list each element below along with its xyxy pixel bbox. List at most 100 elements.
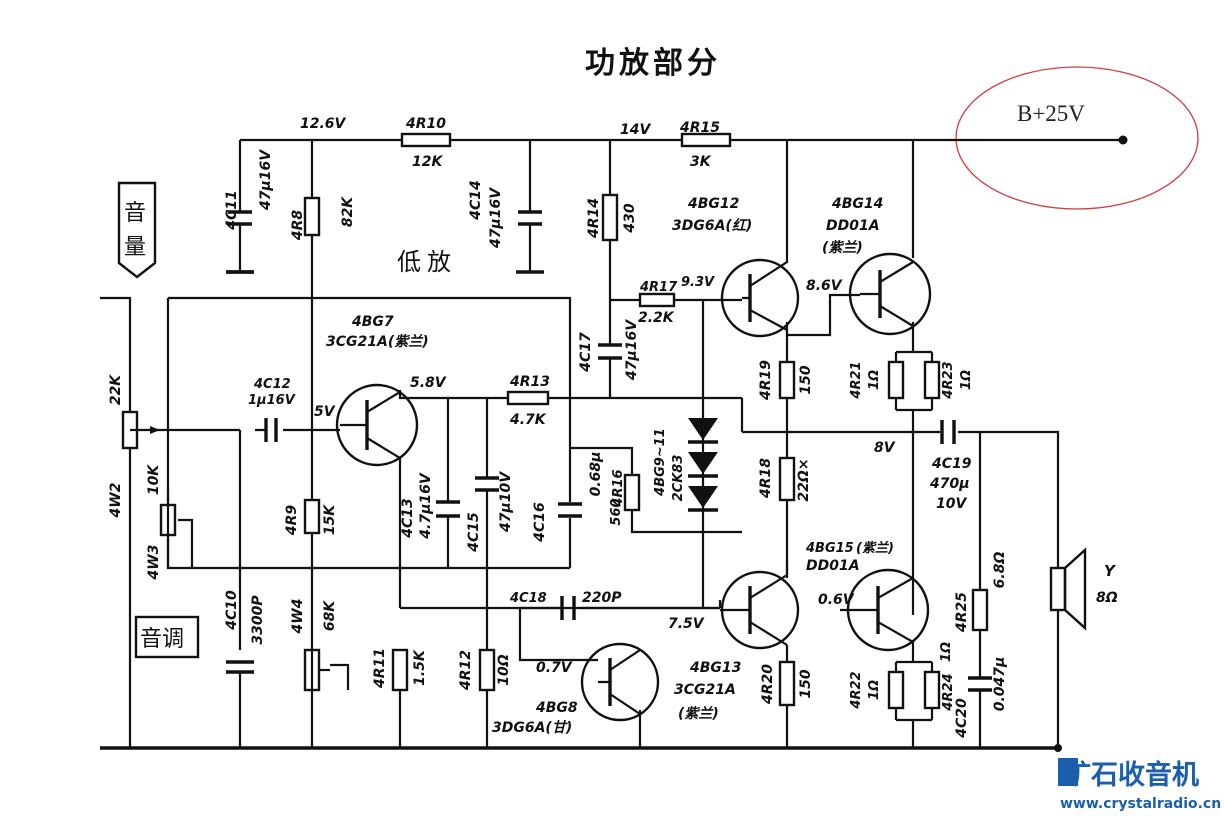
components <box>117 132 1087 722</box>
label-r17-ref: 4R17 <box>639 280 678 295</box>
watermark-logo-icon <box>1058 758 1078 786</box>
label-c14-value: 47μ16V <box>488 187 504 249</box>
label-c19-rating: 10V <box>936 496 967 512</box>
node-voltages: 12.6V 14V 5V 5.8V 9.3V 8.6V 8V 7.5V 0.6V… <box>300 116 896 676</box>
watermark-url: www.crystalradio.cn <box>1060 796 1221 812</box>
resistor-r24 <box>923 670 941 710</box>
label-r24-value: 1Ω <box>939 642 954 662</box>
resistor-r11 <box>391 648 409 692</box>
capacitor-c18 <box>560 596 576 620</box>
capacitor-c16 <box>558 502 582 518</box>
label-bg911-type: 2CK83 <box>671 455 686 502</box>
voltage-12-6v: 12.6V <box>300 116 347 132</box>
label-c10-ref: 4C10 <box>224 590 240 631</box>
capacitor-c19 <box>940 420 956 444</box>
label-r20-ref: 4R20 <box>760 664 776 705</box>
capacitor-c10 <box>226 660 254 674</box>
label-r24-ref: 4R24 <box>941 673 956 711</box>
label-r16-value: 560 <box>609 498 624 525</box>
voltage-9-3v: 9.3V <box>681 275 715 290</box>
voltage-7-5v: 7.5V <box>668 616 705 632</box>
volume-tag-char1: 音 <box>124 201 146 226</box>
label-r15-ref: 4R15 <box>679 120 720 136</box>
label-r12-value: 10Ω <box>496 654 512 685</box>
label-c15-ref: 4C15 <box>466 512 482 553</box>
label-r8-value: 82K <box>340 196 356 227</box>
label-c12-ref: 4C12 <box>253 377 291 392</box>
label-r10-ref: 4R10 <box>405 116 446 132</box>
label-c16-ref: 4C16 <box>532 502 548 543</box>
label-c12-value: 1μ16V <box>248 393 296 408</box>
transistor-bg15 <box>846 568 930 652</box>
resistor-r8 <box>303 196 321 237</box>
label-r21-value: 1Ω <box>867 370 882 390</box>
diode-string <box>688 418 718 512</box>
resistor-r13 <box>506 390 550 406</box>
label-c13-value: 4.7μ16V <box>418 472 434 540</box>
label-r10-value: 12K <box>412 154 443 170</box>
label-bg7-ref: 4BG7 <box>351 314 394 330</box>
resistor-r22 <box>887 670 905 710</box>
label-bg13-ref: 4BG13 <box>689 660 741 676</box>
capacitor-c17 <box>598 343 622 360</box>
schematic-title: 功放部分 <box>585 46 721 81</box>
label-r8-ref: 4R8 <box>290 210 306 242</box>
volume-tag-box <box>117 181 157 279</box>
label-r13-value: 4.7K <box>509 412 547 428</box>
label-bg14-note: (紫兰) <box>822 239 863 256</box>
label-bg12-type: 3DG6A(红) <box>672 217 752 234</box>
label-w4-value: 68K <box>322 600 338 631</box>
capacitor-c15 <box>475 476 499 492</box>
label-r13-ref: 4R13 <box>509 374 550 390</box>
label-bg15-ref: 4BG15 <box>805 541 854 556</box>
resistor-r18 <box>778 456 796 502</box>
label-r11-value: 1.5K <box>412 649 428 686</box>
potentiometer-w3 <box>159 503 177 537</box>
label-bg14-type: DD01A <box>826 218 880 234</box>
label-r22-ref: 4R22 <box>849 671 864 709</box>
label-r16-ref: 4R16 <box>611 469 626 507</box>
volume-tag-char2: 量 <box>124 235 146 260</box>
label-bg15-type: DD01A <box>806 558 860 574</box>
capacitor-c13 <box>436 500 460 518</box>
label-c14-ref: 4C14 <box>468 180 484 221</box>
resistor-r17 <box>638 292 676 308</box>
label-r12-ref: 4R12 <box>458 650 474 691</box>
resistor-r19 <box>778 360 796 400</box>
label-c11-value: 47μ16V <box>258 149 274 211</box>
label-speaker-value: 8Ω <box>1096 590 1118 606</box>
label-c18-value: 220P <box>582 590 622 606</box>
label-r18-value: 22Ω× <box>796 458 812 501</box>
label-speaker-ref: Y <box>1104 562 1117 580</box>
supply-voltage-label: B+25V <box>1017 101 1085 126</box>
voltage-0-6v: 0.6V <box>818 592 855 608</box>
voltage-14v: 14V <box>620 122 651 138</box>
resistor-r23 <box>923 360 941 400</box>
label-r17-value: 2.2K <box>638 310 675 326</box>
resistor-r15 <box>680 132 732 148</box>
label-c15-value: 47μ10V <box>498 471 514 533</box>
label-w3-value: 10K <box>146 464 162 495</box>
label-r25-ref: 4R25 <box>954 592 970 633</box>
voltage-5-8v: 5.8V <box>410 375 447 391</box>
label-c18-ref: 4C18 <box>509 591 547 606</box>
capacitor-c20 <box>968 676 992 692</box>
label-w4-ref: 4W4 <box>290 599 306 635</box>
label-r23-value: 1Ω <box>959 370 974 390</box>
resistor-r21 <box>887 360 905 400</box>
label-r19-ref: 4R19 <box>758 360 774 401</box>
label-bg8-ref: 4BG8 <box>535 700 578 716</box>
label-r22-value: 1Ω <box>867 680 882 700</box>
label-c19-value: 470μ <box>929 476 970 492</box>
label-r14-value: 430 <box>622 203 638 233</box>
resistor-r20 <box>778 660 796 707</box>
resistor-r25 <box>971 588 989 632</box>
label-bg8-type: 3DG6A(甘) <box>492 720 572 736</box>
label-c13-ref: 4C13 <box>400 498 416 539</box>
tone-tag-box <box>134 615 200 659</box>
capacitor-c14 <box>518 210 542 226</box>
component-labels: 4R10 12K 4R15 3K 4BG12 3DG6A(红) 4BG14 DD… <box>248 116 1118 736</box>
label-c19-ref: 4C19 <box>931 456 972 472</box>
transistor-bg7 <box>335 383 419 470</box>
